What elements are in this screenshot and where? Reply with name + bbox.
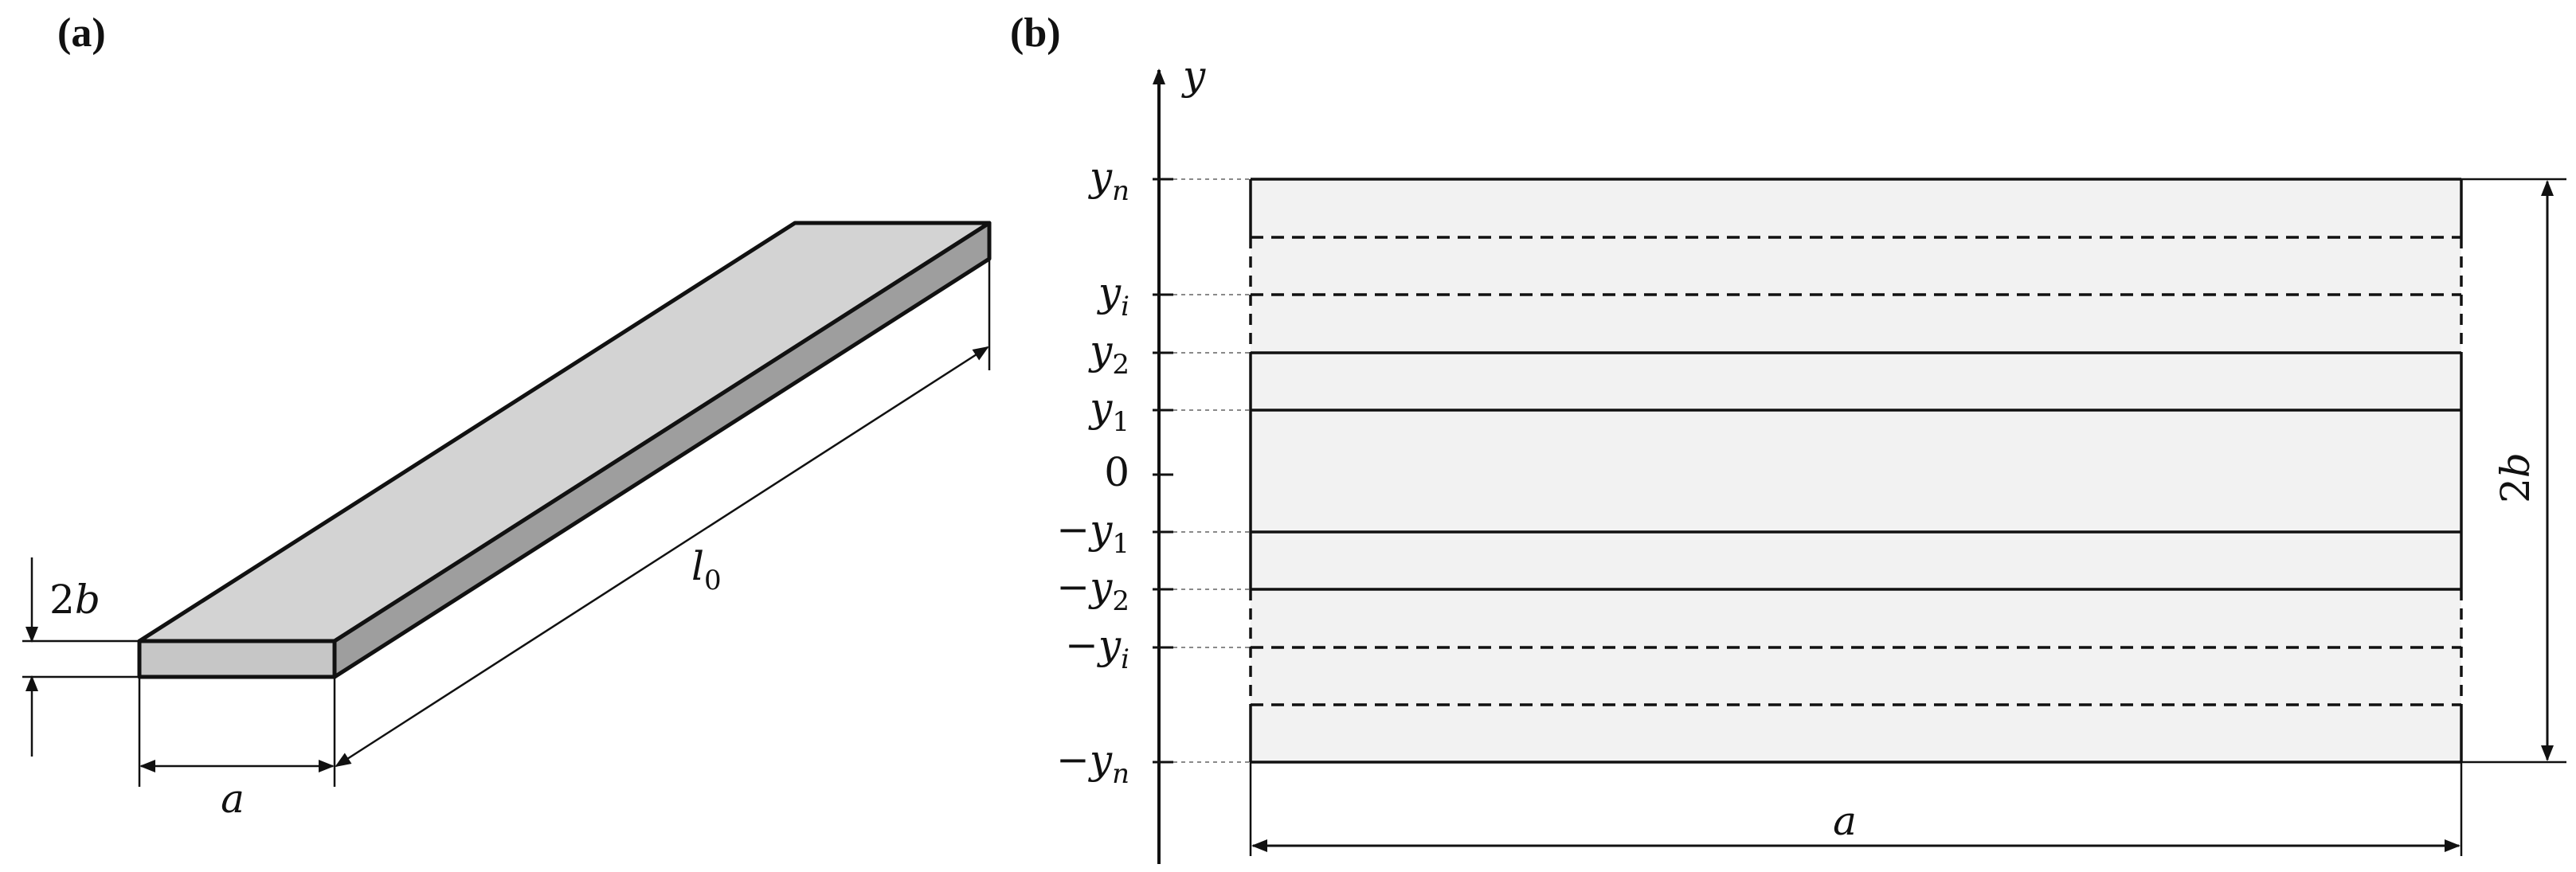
y-axis: y [1153,53,1206,864]
beam-side-face [332,221,992,679]
panel-a-label: (a) [57,10,106,56]
height-dimension: 2b [2461,178,2566,764]
level-label-y1: y1 [1088,385,1129,438]
section-width-label: a [1833,798,1857,844]
cross-section [1251,179,2461,762]
level-label-y2: y2 [1088,327,1129,381]
beam-top-face [137,221,992,643]
height-dimension-label: 2b [2492,452,2539,503]
width-dimension-a: a [138,677,336,822]
level-label-myi: −yi [1065,622,1129,675]
section-width-dimension: a [1249,762,2463,856]
level-label-my1: −y1 [1056,506,1129,560]
panel-a: (a) 2b a l0 [22,10,992,822]
length-dimension-label: l0 [691,543,722,596]
section-sides [1249,179,2463,762]
y-axis-label: y [1181,53,1206,99]
level-label-yn: yn [1088,154,1129,207]
level-label-yi: yi [1097,269,1129,323]
thickness-dimension: 2b [22,557,139,757]
panel-b-label: (b) [1010,10,1061,56]
level-label-myn: −yn [1056,737,1129,790]
level-label-my2: −y2 [1056,564,1129,617]
level-label-zero: 0 [1104,449,1129,495]
thickness-dimension-label: 2b [49,577,100,623]
width-dimension-label: a [221,776,245,822]
beam-3d [137,221,992,679]
length-dimension: l0 [335,259,991,768]
beam-front-face [137,639,337,679]
